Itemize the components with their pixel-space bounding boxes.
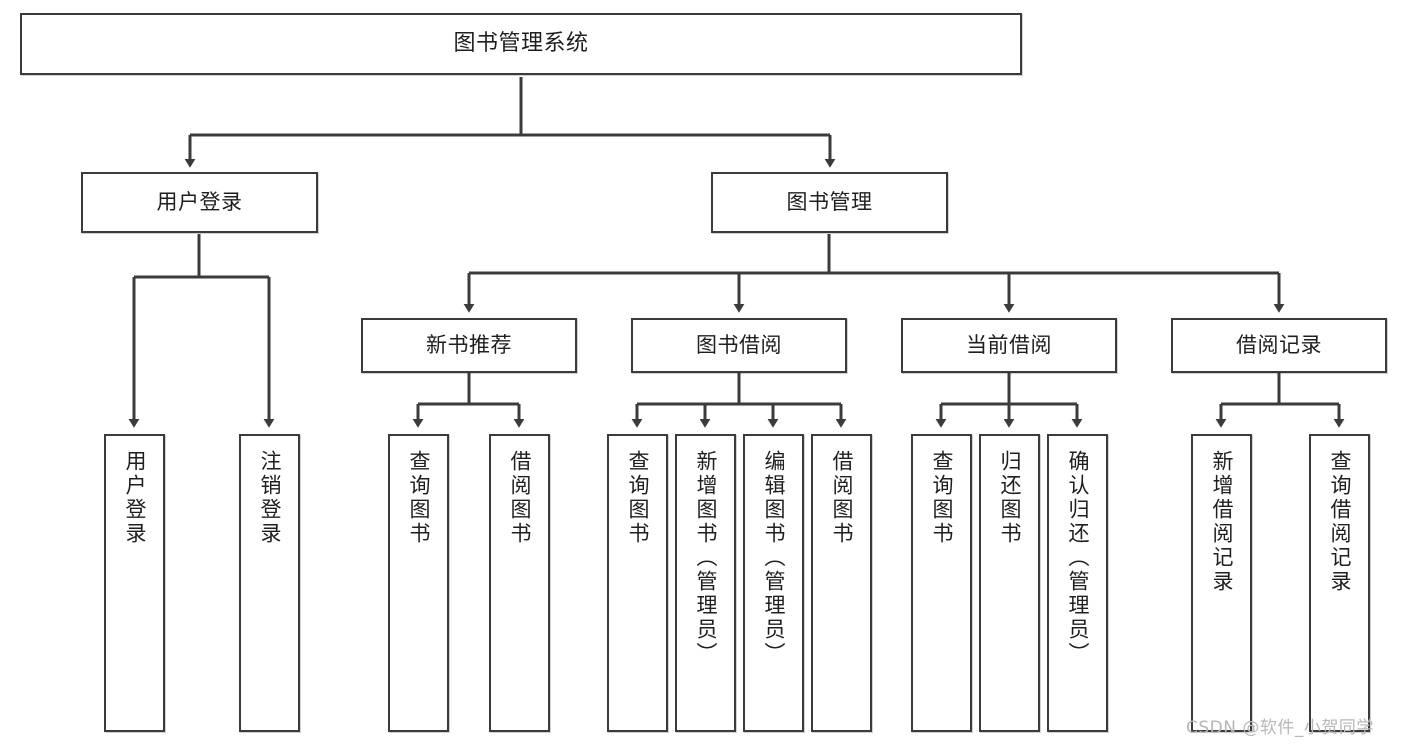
node-leaf-query-book-1[interactable]: 查询图书 [388,434,449,732]
node-root-图书管理系统[interactable]: 图书管理系统 [20,13,1022,75]
node-label: 编辑图书（管理员） [762,450,786,666]
node-leaf-edit-book[interactable]: 编辑图书（管理员） [743,434,804,732]
node-leaf-confirm-return[interactable]: 确认归还（管理员） [1047,434,1108,732]
node-label: 用户登录 [123,450,147,546]
node-label: 新增图书（管理员） [694,450,718,666]
node-label: 借阅图书 [508,450,532,546]
node-current-borrow[interactable]: 当前借阅 [901,318,1117,373]
node-leaf-logout-login[interactable]: 注销登录 [239,434,300,732]
node-leaf-query-record[interactable]: 查询借阅记录 [1309,434,1370,732]
watermark: CSDN @软件_小贺同学 [1186,718,1374,738]
node-leaf-query-book-2[interactable]: 查询图书 [607,434,668,732]
node-label: 图书借阅 [696,333,782,357]
node-label: 借阅记录 [1236,333,1322,357]
node-leaf-query-book-3[interactable]: 查询图书 [911,434,972,732]
node-label: 图书管理 [786,190,873,214]
node-leaf-borrow-book-2[interactable]: 借阅图书 [811,434,872,732]
node-label: 用户登录 [156,190,243,214]
node-label: 图书管理系统 [453,31,589,56]
node-leaf-add-record[interactable]: 新增借阅记录 [1191,434,1252,732]
node-leaf-return-book[interactable]: 归还图书 [979,434,1040,732]
node-new-book-recommend[interactable]: 新书推荐 [361,318,577,373]
node-user-login[interactable]: 用户登录 [81,172,318,233]
node-label: 注销登录 [258,450,282,546]
node-label: 查询借阅记录 [1328,450,1352,594]
node-label: 查询图书 [407,450,431,546]
node-book-manage[interactable]: 图书管理 [711,172,948,233]
node-label: 新增借阅记录 [1210,450,1234,594]
node-label: 确认归还（管理员） [1066,450,1090,666]
node-label: 新书推荐 [426,333,512,357]
node-leaf-user-login[interactable]: 用户登录 [104,434,165,732]
node-label: 查询图书 [626,450,650,546]
node-label: 归还图书 [998,450,1022,546]
node-leaf-add-book[interactable]: 新增图书（管理员） [675,434,736,732]
node-label: 当前借阅 [966,333,1052,357]
node-book-borrow[interactable]: 图书借阅 [631,318,847,373]
node-borrow-record[interactable]: 借阅记录 [1171,318,1387,373]
node-leaf-borrow-book-1[interactable]: 借阅图书 [489,434,550,732]
node-label: 借阅图书 [830,450,854,546]
node-label: 查询图书 [930,450,954,546]
